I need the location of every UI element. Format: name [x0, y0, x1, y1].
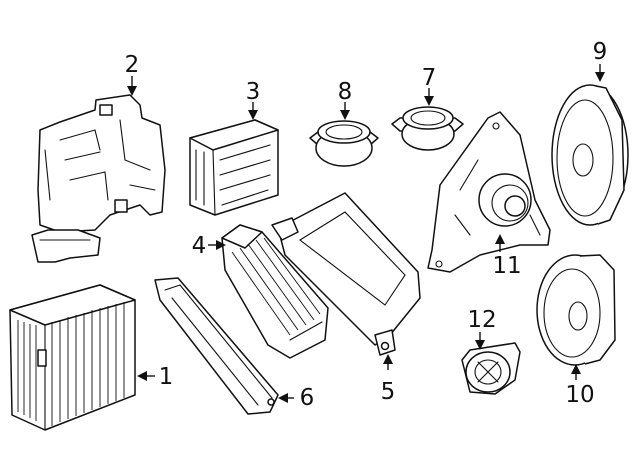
part-2-bracket: [31, 94, 166, 263]
leader-lines: [127, 64, 605, 403]
part-6-bar-module: [154, 277, 279, 415]
callout-6: 6: [300, 385, 315, 411]
callout-12: 12: [467, 307, 496, 333]
callout-7: 7: [422, 65, 437, 91]
callout-10: 10: [565, 382, 594, 408]
part-8-speaker: [309, 120, 379, 167]
callout-2: 2: [125, 52, 140, 78]
callout-1: 1: [159, 364, 174, 390]
part-5-display-unit: [271, 192, 421, 356]
part-12-tweeter: [461, 342, 521, 395]
part-1-amplifier: [9, 284, 136, 431]
part-11-speaker-bracket: [427, 111, 551, 273]
callout-8: 8: [338, 79, 353, 105]
callout-4: 4: [192, 233, 207, 259]
part-4-control-module: [221, 224, 329, 359]
part-7-speaker: [391, 106, 464, 151]
part-9-speaker: [551, 84, 629, 226]
callout-labels: 2 3 8 7 9 4 11 12 1 5 10 6: [125, 39, 608, 411]
callout-3: 3: [246, 79, 261, 105]
callout-11: 11: [492, 253, 521, 279]
part-3-module: [189, 119, 279, 216]
callout-9: 9: [593, 39, 608, 65]
callout-5: 5: [381, 379, 396, 405]
part-10-speaker: [536, 254, 616, 366]
